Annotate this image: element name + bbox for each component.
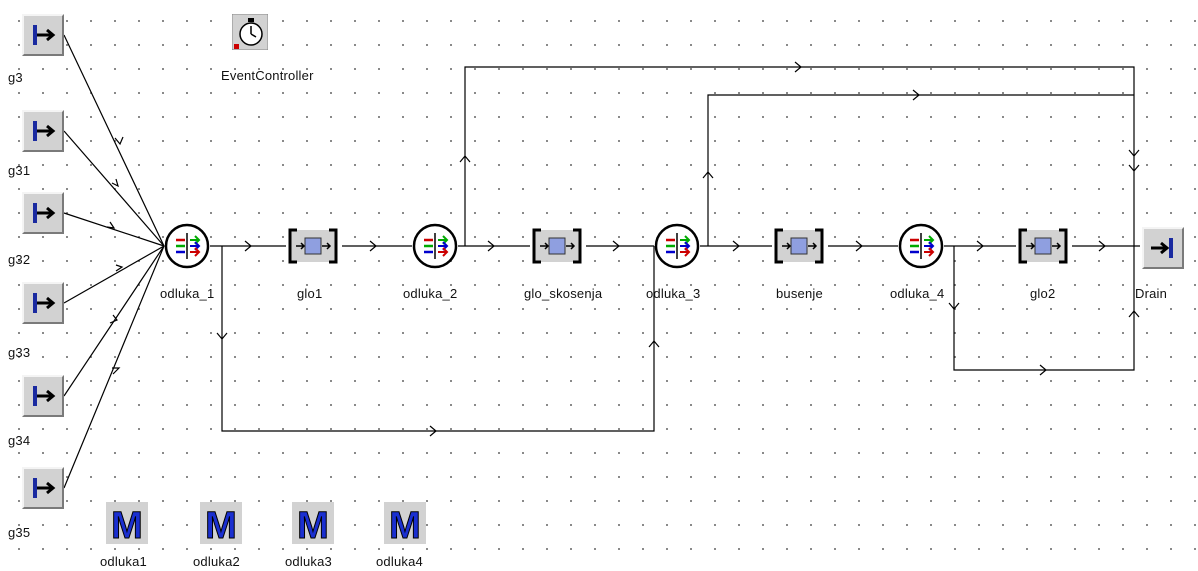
source-icon [33,386,56,406]
source-label: g3 [8,70,23,85]
source-g31[interactable] [22,110,64,152]
server-glo2[interactable] [1018,228,1068,264]
selector-label: odluka_4 [890,286,945,301]
server-label: glo1 [297,286,323,301]
wire-g33-odluka_1 [63,245,165,304]
mcode-odluka3[interactable]: M [292,502,334,544]
svg-text:M: M [111,505,143,544]
server-icon [532,228,582,264]
source-label: g33 [8,345,31,360]
source-label: g34 [8,433,31,448]
selector-odluka_1[interactable] [164,223,210,269]
event-controller-label: EventController [221,68,314,83]
selector-label: odluka_1 [160,286,215,301]
source-g33[interactable] [22,282,64,324]
matlab-m-icon: M [200,502,242,544]
server-icon [774,228,824,264]
svg-text:M: M [389,505,421,544]
source-label: g31 [8,163,31,178]
server-label: glo2 [1030,286,1056,301]
mcode-label: odluka1 [100,554,147,569]
matlab-m-icon: M [384,502,426,544]
wire-g35-odluka_1 [63,245,165,489]
server-busenje[interactable] [774,228,824,264]
selector-icon [654,223,700,269]
mcode-label: odluka3 [285,554,332,569]
svg-text:M: M [205,505,237,544]
selector-label: odluka_2 [403,286,458,301]
source-icon [33,25,56,45]
wire-bypass-2 [464,66,1135,246]
drain-label: Drain [1135,286,1168,301]
selector-icon [898,223,944,269]
mcode-odluka4[interactable]: M [384,502,426,544]
wire-bypass-3 [707,94,1134,246]
event-controller[interactable] [232,14,268,50]
selector-odluka_4[interactable] [898,223,944,269]
mcode-odluka1[interactable]: M [106,502,148,544]
wire-g3-odluka_1 [63,34,165,247]
server-label: busenje [776,286,823,301]
server-label: glo_skosenja [524,286,603,301]
source-g34[interactable] [22,375,64,417]
selector-icon [164,223,210,269]
wire-bypass-1 [221,246,655,432]
matlab-m-icon: M [292,502,334,544]
drain[interactable] [1142,227,1184,269]
server-icon [1018,228,1068,264]
source-label: g35 [8,525,31,540]
server-glo_skosenja[interactable] [532,228,582,264]
svg-text:M: M [297,505,329,544]
selector-odluka_3[interactable] [654,223,700,269]
selector-icon [412,223,458,269]
mcode-label: odluka2 [193,554,240,569]
selector-odluka_2[interactable] [412,223,458,269]
matlab-m-icon: M [106,502,148,544]
drain-icon [1151,238,1173,258]
stopwatch-icon [232,14,268,50]
source-icon [33,293,56,313]
mcode-label: odluka4 [376,554,423,569]
source-g35[interactable] [22,467,64,509]
wire-g31-odluka_1 [63,130,165,247]
source-g3[interactable] [22,14,64,56]
wire-g32-odluka_1 [63,212,165,247]
source-icon [33,478,56,498]
source-icon [33,121,56,141]
server-glo1[interactable] [288,228,338,264]
source-icon [33,203,56,223]
source-label: g32 [8,252,31,267]
selector-label: odluka_3 [646,286,701,301]
source-g32[interactable] [22,192,64,234]
wire-bypass-4 [953,246,1135,371]
mcode-odluka2[interactable]: M [200,502,242,544]
server-icon [288,228,338,264]
